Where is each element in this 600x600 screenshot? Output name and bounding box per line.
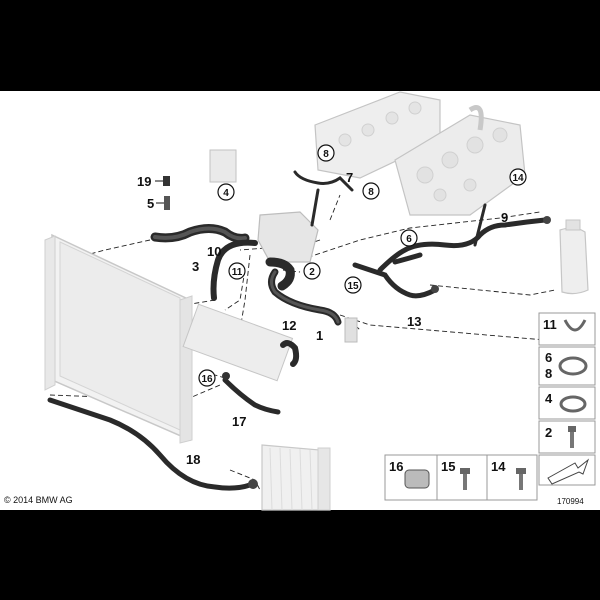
svg-text:11: 11 [232, 267, 243, 278]
engine-heads [314, 91, 526, 216]
callout-1: 1 [316, 328, 323, 343]
clamp-icon [559, 395, 587, 413]
bolt-icon [568, 426, 576, 432]
screw-icon [460, 468, 470, 474]
circled-callout-15: 15 [344, 276, 362, 294]
svg-text:14: 14 [512, 173, 524, 184]
callout-19: 19 [137, 174, 151, 189]
circled-callout-2: 2 [303, 262, 321, 280]
pump-housing [182, 149, 319, 382]
svg-text:4: 4 [545, 391, 553, 406]
legend-box-6-8: 6 8 [538, 346, 596, 386]
svg-text:6: 6 [406, 234, 412, 245]
svg-text:16: 16 [201, 374, 213, 385]
svg-text:15: 15 [347, 281, 359, 292]
legend-box-4: 4 [538, 386, 596, 420]
callout-10: 10 [207, 244, 221, 259]
callout-3: 3 [192, 259, 199, 274]
svg-text:8: 8 [545, 366, 552, 381]
callout-12: 12 [282, 318, 296, 333]
svg-text:2: 2 [545, 425, 552, 440]
circled-callout-16: 16 [198, 369, 216, 387]
legend-16: 16 [389, 459, 403, 474]
legend-bottom-row: 16 15 14 [384, 454, 538, 501]
callout-7: 7 [346, 170, 353, 185]
circled-callout-6: 6 [400, 229, 418, 247]
svg-text:2: 2 [309, 267, 315, 278]
callout-5: 5 [147, 196, 154, 211]
svg-text:8: 8 [323, 149, 329, 160]
circled-callout-11: 11 [228, 262, 246, 280]
callouts: 19 5 3 10 12 1 7 9 13 17 18 [137, 170, 508, 467]
legend-box-11: 11 [538, 312, 596, 346]
auxiliary-radiator [261, 444, 331, 511]
hose-clamp-icon [558, 356, 588, 376]
diagram-id: 170994 [557, 497, 584, 506]
legend-15: 15 [441, 459, 455, 474]
circled-callout-8-top: 8 [317, 144, 335, 162]
bolt-icon-14 [516, 468, 526, 474]
callout-18: 18 [186, 452, 200, 467]
hose-clip-icon [563, 319, 587, 332]
callout-13: 13 [407, 314, 421, 329]
grommet-icon [404, 469, 430, 489]
callout-17: 17 [232, 414, 246, 429]
hoses [47, 170, 548, 491]
expansion-tank [559, 219, 589, 295]
legend-column: 11 6 8 4 2 [538, 312, 596, 486]
svg-text:11: 11 [543, 317, 557, 332]
svg-text:6: 6 [545, 350, 552, 365]
circled-callout-14: 14 [509, 168, 527, 186]
svg-text:8: 8 [368, 187, 374, 198]
radiator [44, 233, 193, 444]
callout-9: 9 [501, 210, 508, 225]
circled-callout-4: 4 [217, 183, 235, 201]
front-direction-arrow-icon [547, 458, 590, 485]
circled-callout-8-mid: 8 [362, 182, 380, 200]
svg-text:4: 4 [223, 188, 229, 199]
copyright-text: © 2014 BMW AG [4, 495, 73, 505]
legend-box-2: 2 [538, 420, 596, 454]
direction-box [538, 454, 596, 486]
small-parts [163, 176, 551, 489]
circled-callouts: 4 8 8 14 2 11 [198, 144, 527, 387]
legend-14: 14 [491, 459, 506, 474]
